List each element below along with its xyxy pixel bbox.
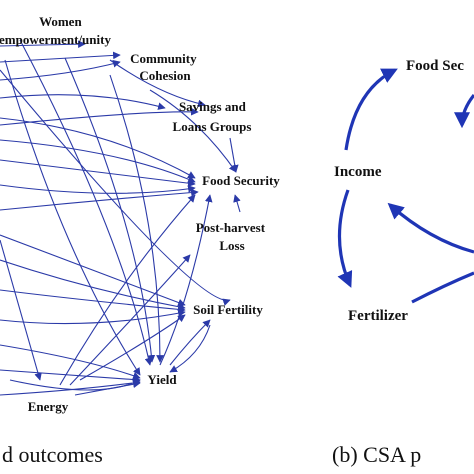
edge [0,309,186,325]
edge [69,254,191,386]
caption-right: (b) CSA p [332,442,421,467]
edge [337,189,353,288]
edge [0,107,199,126]
node-income: Income [334,164,382,180]
node-post-harvest-loss: Post-harvest Loss [196,220,269,253]
node-food-security: Food Security [202,173,280,188]
edge [74,380,141,396]
edge [0,379,141,396]
left-labels: Women empowerment/unity Community Cohesi… [0,14,280,414]
right-labels: Food Sec Income Fertilizer [334,58,464,324]
edge [19,39,153,366]
edge [169,319,211,366]
edge [0,60,121,81]
edge [109,59,206,108]
node-energy: Energy [28,399,69,414]
edge [0,289,186,314]
edge [0,159,196,187]
caption-left: d outcomes [2,442,103,467]
node-soil-fertility: Soil Fertility [193,302,263,317]
edge [454,94,474,129]
edge [0,94,166,110]
node-yield: Yield [147,372,177,387]
edge [411,271,474,304]
edge [79,314,186,381]
edge [0,117,196,179]
edge [64,57,156,363]
edge [0,234,186,307]
node-women: Women empowerment/unity [0,14,111,47]
edge [0,188,199,211]
edge [0,184,196,194]
node-savings-loans: Savings and Loans Groups [173,99,252,134]
edge [4,59,141,376]
edge [0,69,231,306]
edge [0,40,86,49]
edge [0,51,121,63]
edge [9,379,141,391]
edge [0,344,141,380]
edge [59,194,196,386]
edge [387,202,474,254]
node-food-sec: Food Sec [406,58,464,74]
node-community-cohesion: Community Cohesion [130,51,200,83]
left-edges [0,39,241,396]
edge [0,239,42,381]
right-edges [337,68,474,304]
edge [233,194,241,213]
edge [169,324,211,373]
edge [149,89,237,173]
edge [159,194,213,366]
edge [109,74,164,363]
edge [0,139,196,183]
edge [344,68,398,151]
node-fertilizer: Fertilizer [348,308,408,324]
edge [0,369,141,384]
